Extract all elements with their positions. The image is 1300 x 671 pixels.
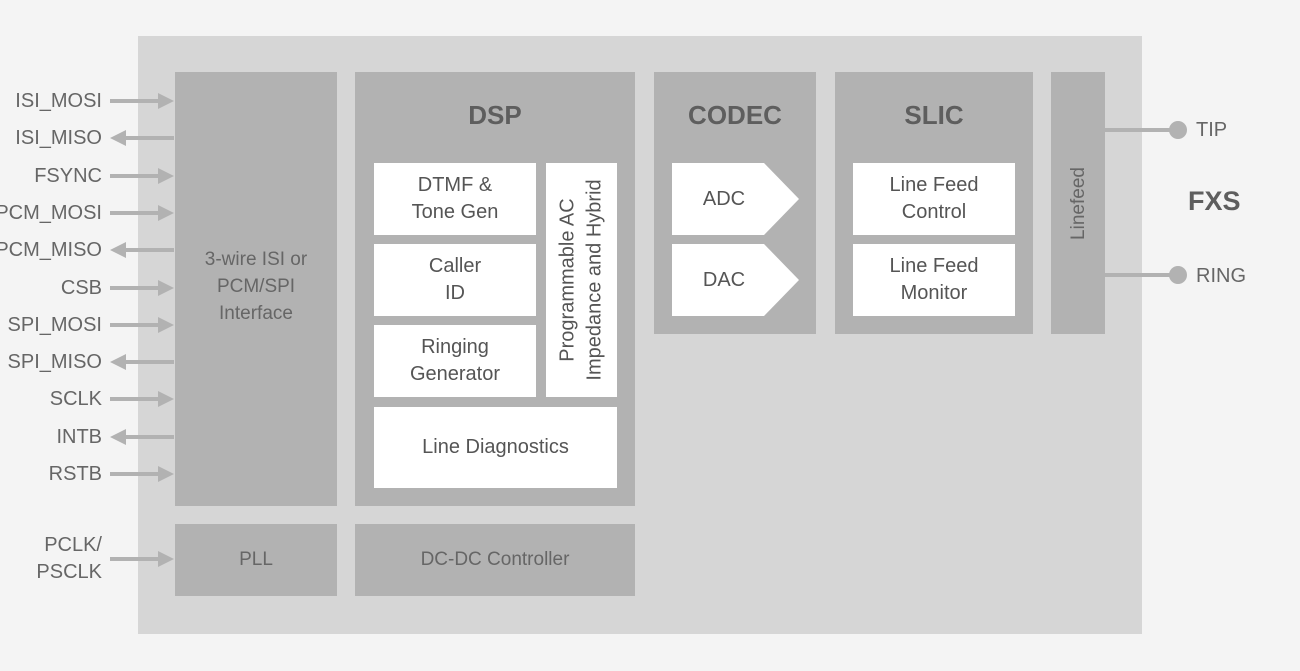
diagnostics-label: Line Diagnostics (422, 436, 569, 458)
pin-label-spi-miso: SPI_MISO (7, 351, 102, 374)
pin-arrow-rstb (110, 466, 174, 482)
adc-shape (672, 163, 799, 235)
line-diagnostics-box: Line Diagnostics (374, 407, 617, 488)
interface-block: 3-wire ISI or PCM/SPI Interface (175, 72, 337, 506)
pin-label-intb: INTB (56, 425, 102, 448)
pin-arrow-csb (110, 279, 174, 296)
tip-label: TIP (1196, 119, 1228, 141)
slic-block: SLIC Line Feed Control Line Feed Monitor (835, 72, 1033, 334)
ringing-line2: Generator (409, 363, 501, 385)
slic-title: SLIC (904, 100, 964, 130)
caller-line1: Caller (428, 255, 482, 277)
dac-shape (672, 244, 799, 316)
pin-label-pcm-mosi: PCM_MOSI (0, 201, 102, 224)
pin-arrow-isi-miso (110, 130, 174, 147)
programmable-line1: Programmable AC (556, 198, 579, 362)
programmable-ac-box: Programmable AC Impedance and Hybrid (546, 163, 617, 397)
codec-block: CODEC ADC DAC (654, 72, 816, 334)
ring-connector (1105, 266, 1187, 284)
pin-arrow-pcm-mosi (110, 204, 174, 221)
caller-line2: ID (445, 282, 465, 304)
ring-label: RING (1196, 265, 1246, 287)
linefeed-label: Linefeed (1067, 166, 1089, 240)
pin-arrow-isi-mosi (110, 93, 174, 109)
pll-label: PLL (239, 549, 273, 570)
pin-label-isi-mosi: ISI_MOSI (15, 90, 102, 112)
pin-label-csb: CSB (60, 276, 102, 299)
interface-line3: Interface (219, 303, 293, 324)
pin-arrow-spi-miso (110, 354, 174, 371)
dsp-block: DSP DTMF & Tone Gen Caller ID Ringing Ge… (355, 72, 635, 506)
monitor-line1: Line Feed (889, 255, 979, 277)
pin-arrow-sclk (110, 391, 174, 408)
tip-connector (1105, 121, 1187, 139)
pin-label-rstb: RSTB (48, 463, 102, 485)
pll-block: PLL (175, 524, 337, 596)
pin-label-isi-miso: ISI_MISO (15, 127, 102, 150)
pin-label-fsync: FSYNC (34, 164, 102, 187)
line-feed-monitor-box: Line Feed Monitor (853, 244, 1015, 316)
caller-id-box: Caller ID (374, 244, 536, 316)
pin-label-pcm-miso: PCM_MISO (0, 239, 102, 262)
pin-arrow-pcm-miso (110, 242, 174, 259)
pin-arrow-intb (110, 428, 174, 445)
dcdc-label: DC-DC Controller (420, 549, 570, 570)
clock-pin-label: PCLK/ PSCLK (36, 532, 102, 586)
clock-pin-line1: PCLK/ (44, 534, 102, 556)
interface-label: 3-wire ISI or PCM/SPI Interface (175, 246, 337, 327)
line-feed-control-box: Line Feed Control (853, 163, 1015, 235)
dac-label: DAC (702, 269, 746, 291)
pin-label-spi-mosi: SPI_MOSI (7, 313, 102, 336)
dsp-title: DSP (468, 100, 522, 130)
dtmf-line2: Tone Gen (411, 201, 499, 223)
ringing-line1: Ringing (421, 336, 489, 358)
programmable-text: Programmable AC Impedance and Hybrid (555, 179, 609, 380)
programmable-line2: Impedance and Hybrid (583, 179, 606, 381)
clock-pin-arrow (110, 551, 174, 567)
interface-line1: 3-wire ISI or (204, 249, 308, 270)
clock-pin-line2: PSCLK (36, 561, 102, 583)
monitor-line2: Monitor (900, 282, 968, 304)
ringing-generator-box: Ringing Generator (374, 325, 536, 397)
control-line2: Control (901, 201, 967, 223)
dtmf-line1: DTMF & (417, 174, 493, 196)
fxs-title: FXS (1188, 186, 1241, 216)
linefeed-block: Linefeed (1051, 72, 1105, 334)
pin-arrow-spi-mosi (110, 316, 174, 333)
codec-title: CODEC (688, 100, 782, 130)
dtmf-tone-gen-box: DTMF & Tone Gen (374, 163, 536, 235)
dcdc-controller-block: DC-DC Controller (355, 524, 635, 596)
control-line1: Line Feed (889, 174, 979, 196)
interface-line2: PCM/SPI (216, 276, 296, 297)
pin-label-sclk: SCLK (49, 388, 102, 411)
adc-label: ADC (702, 188, 746, 210)
pin-arrow-fsync (110, 167, 174, 184)
